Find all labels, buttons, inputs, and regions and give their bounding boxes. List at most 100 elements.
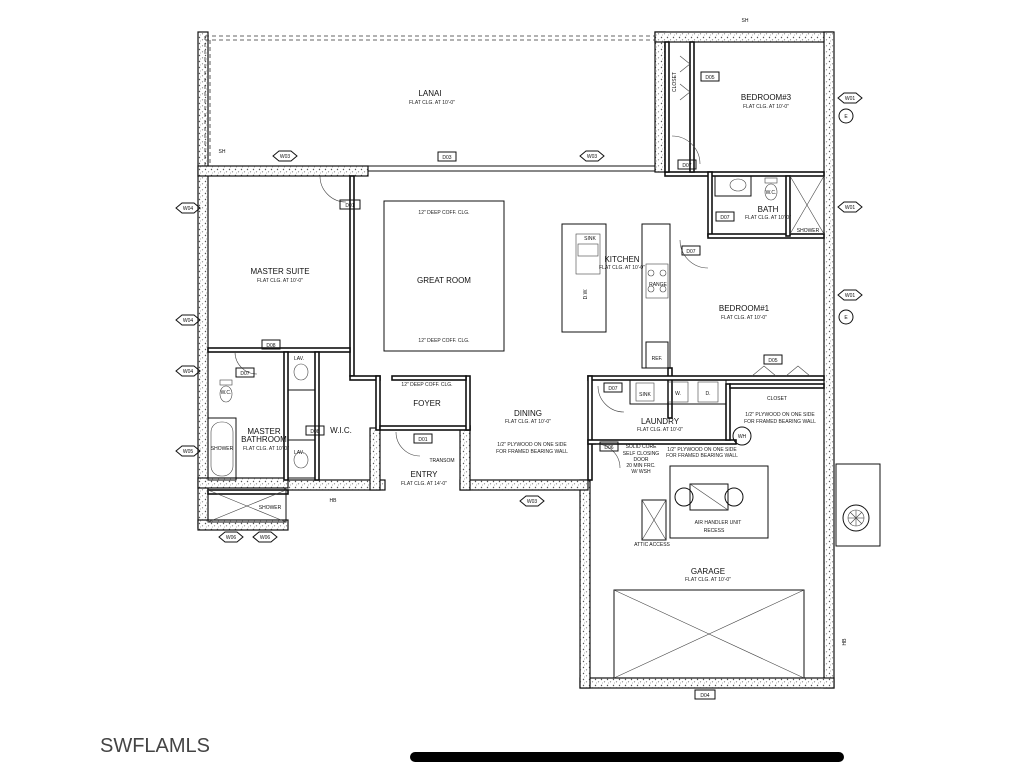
tag-w06-shower-2: W06	[260, 535, 271, 541]
water-heater-symbol	[732, 426, 752, 446]
room-great-room-ceiling-bottom: 12" DEEP COFF. CLG.	[418, 338, 469, 344]
tag-d07-bath: D07	[720, 215, 729, 221]
room-master-bath-ceiling: FLAT CLG. AT 10'-0"	[243, 446, 289, 452]
tag-w01-bed1: W01	[845, 293, 856, 299]
dishwasher-label: D.W.	[583, 289, 589, 300]
tag-w04-master-1: W04	[183, 206, 194, 212]
air-handler-label: AIR HANDLER UNIT	[695, 520, 742, 526]
room-garage-name: GARAGE	[691, 567, 725, 576]
elevation-marker-bed1	[838, 309, 854, 325]
room-lanai-ceiling: FLAT CLG. AT 10'-0"	[409, 100, 455, 106]
room-foyer-ceiling: 12" DEEP COFF. CLG.	[401, 382, 452, 388]
tag-sh-top: SH	[742, 18, 749, 24]
kitchen-fixtures	[561, 223, 671, 369]
room-bedroom1-ceiling: FLAT CLG. AT 10'-0"	[721, 315, 767, 321]
room-great-room-name: GREAT ROOM	[417, 276, 471, 285]
interior-walls	[207, 41, 825, 495]
bed1-plywood-note-1: 1/2" PLYWOOD ON ONE SIDE	[745, 412, 815, 418]
room-dining-ceiling: FLAT CLG. AT 10'-0"	[505, 419, 551, 425]
window-tag-hexagons	[175, 92, 863, 543]
room-wic-name: W.I.C.	[330, 426, 352, 435]
attic-access-label: ATTIC ACCESS	[634, 542, 670, 548]
washer-label: W.	[675, 391, 681, 397]
garage-door-note-5: W/ WSH	[631, 469, 651, 475]
tag-w03-lanai-right: W03	[587, 154, 598, 160]
lav-label-2: LAV.	[294, 450, 304, 456]
dining-note-1: 1/2" PLYWOOD ON ONE SIDE	[497, 442, 567, 448]
room-master-bath-name-2: BATHROOM	[241, 435, 287, 444]
room-great-room-ceiling-top: 12" DEEP COFF. CLG.	[418, 210, 469, 216]
room-bedroom3-name: BEDROOM#3	[741, 93, 792, 102]
garage-door-note-2: SELF CLOSING	[623, 451, 660, 457]
room-kitchen-name: KITCHEN	[604, 255, 639, 264]
tag-w04-master-3: W04	[183, 369, 194, 375]
tag-d05-bed1-closet: D05	[768, 358, 777, 364]
tag-boxes	[235, 71, 783, 700]
bath-fixtures	[714, 175, 825, 235]
laundry-fixtures	[629, 379, 727, 405]
great-room-coffer	[383, 200, 505, 352]
room-master-bath-name-1: MASTER	[247, 427, 281, 436]
master-bath-fixtures	[207, 351, 316, 523]
scroll-indicator[interactable]	[410, 752, 844, 762]
lanai-outline	[204, 35, 655, 172]
mls-watermark: SWFLAMLS	[100, 735, 211, 757]
room-master-suite-name: MASTER SUITE	[250, 267, 309, 276]
tag-d06-garage: D06	[604, 445, 613, 451]
tag-hb-front: HB	[330, 498, 338, 504]
lav-label-1: LAV.	[294, 356, 304, 362]
garage-door-note-1: SOLID CORE	[626, 444, 658, 450]
tag-w03-lanai-left: W03	[280, 154, 291, 160]
tag-w06-shower-1: W06	[226, 535, 237, 541]
garage-door-note-3: DOOR	[634, 457, 649, 463]
closet-label-bed3: CLOSET	[672, 72, 678, 92]
ref-label: REF.	[652, 356, 663, 362]
garage-features	[613, 465, 805, 679]
room-entry-name: ENTRY	[411, 470, 439, 479]
room-laundry-ceiling: FLAT CLG. AT 10'-0"	[637, 427, 683, 433]
tag-hb-garage: HB	[842, 638, 848, 646]
room-foyer-name: FOYER	[413, 399, 441, 408]
tag-d08-wic: D08	[310, 429, 319, 435]
room-bedroom1-name: BEDROOM#1	[719, 304, 770, 313]
shower-label-master: SHOWER	[211, 446, 234, 452]
tag-d07-master-bath: D07	[240, 371, 249, 377]
tag-w03-dining: W03	[527, 499, 538, 505]
tag-d01-master: D01	[345, 203, 354, 209]
bed1-plywood-note-2: FOR FRAMED BEARING WALL	[744, 419, 816, 425]
wc-label-master: W.C.	[221, 390, 232, 396]
water-heater-label: WH	[738, 434, 747, 440]
tag-sh-lanai: SH	[219, 149, 226, 155]
tag-w01-bed3: W01	[845, 96, 856, 102]
tag-e-bed1: E	[844, 315, 848, 321]
room-bath-name: BATH	[758, 205, 779, 214]
tag-d04-garage: D04	[700, 693, 709, 699]
elevation-marker-bed3	[838, 108, 854, 124]
recess-label: RECESS	[704, 528, 725, 534]
tag-w05-master-bath: W05	[183, 449, 194, 455]
closet-label-bed1: CLOSET	[767, 396, 787, 402]
room-dining-name: DINING	[514, 409, 542, 418]
room-entry-ceiling: FLAT CLG. AT 14'-0"	[401, 481, 447, 487]
tag-d01-entry: D01	[418, 437, 427, 443]
ac-unit	[835, 463, 881, 547]
exterior-walls	[197, 31, 835, 689]
shower-label-master-2: SHOWER	[259, 505, 282, 511]
room-kitchen-ceiling: FLAT CLG. AT 10'-0"	[599, 265, 645, 271]
room-master-suite-ceiling: FLAT CLG. AT 10'-0"	[257, 278, 303, 284]
tag-d07-bed1: D07	[686, 249, 695, 255]
door-swings	[234, 55, 811, 469]
room-bath-ceiling: FLAT CLG. AT 10'-0"	[745, 215, 791, 221]
room-bedroom3-ceiling: FLAT CLG. AT 10'-0"	[743, 104, 789, 110]
tag-e-bed3: E	[844, 114, 848, 120]
room-garage-ceiling: FLAT CLG. AT 10'-0"	[685, 577, 731, 583]
wc-label-bath: W.C.	[766, 190, 777, 196]
shower-label-bath: SHOWER	[797, 228, 820, 234]
transom-label: TRANSOM	[430, 458, 455, 464]
tag-d05-closet: D05	[705, 75, 714, 81]
tag-w01-bath: W01	[845, 205, 856, 211]
garage-door-note-4: 20 MIN FRC.	[626, 463, 655, 469]
dryer-label: D.	[706, 391, 711, 397]
tag-d03-lanai: D03	[442, 155, 451, 161]
